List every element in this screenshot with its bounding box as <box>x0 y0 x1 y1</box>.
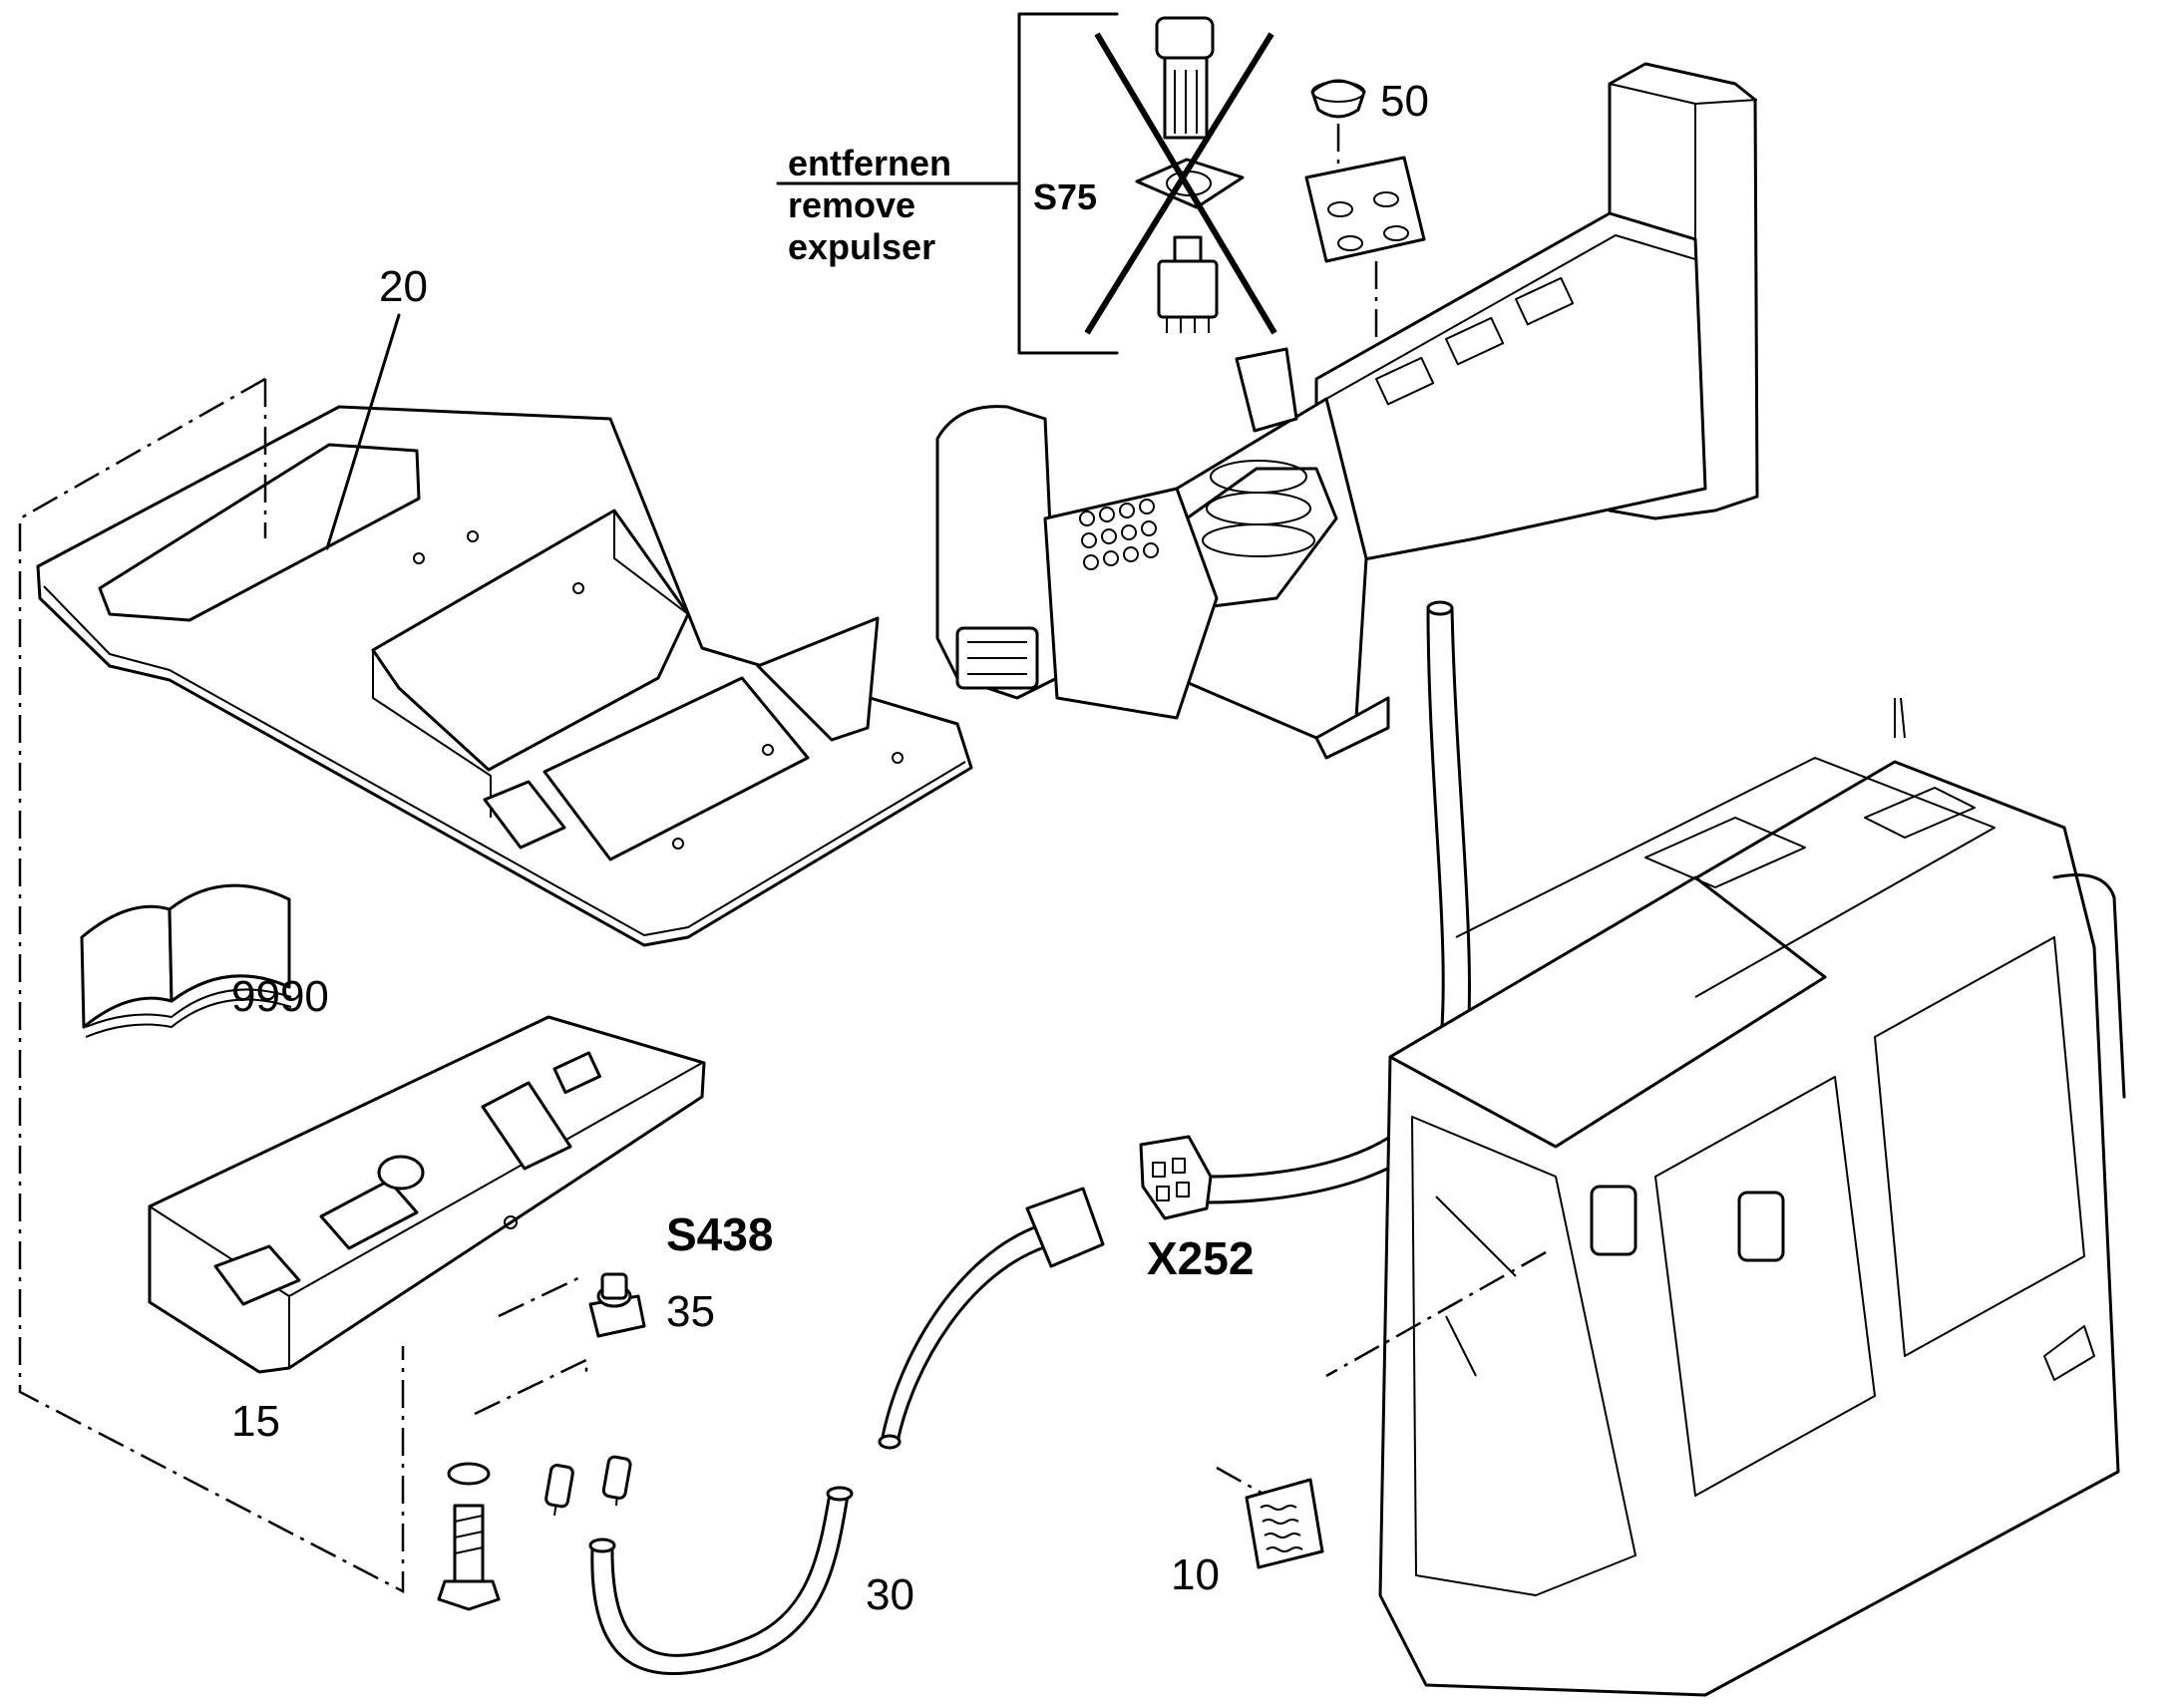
label-sticker-icon <box>1245 1478 1324 1569</box>
cab-mirror-left <box>1590 1185 1637 1256</box>
cable-30-connector <box>1025 1187 1105 1268</box>
remove-note-en: remove <box>788 184 915 225</box>
switch-panel-blank <box>1304 156 1426 263</box>
panel-cutout-1 <box>213 1244 301 1306</box>
cross-out-line-1 <box>1094 32 1277 335</box>
sticker-dash-short <box>1216 1466 1268 1498</box>
s75-removal-group: S75 entfernen remove expulser <box>776 12 1277 355</box>
manual-book-icon <box>80 883 292 1038</box>
keypad <box>1079 499 1159 570</box>
callout-15: 15 <box>231 1397 280 1446</box>
floor-cutout-2 <box>543 676 810 861</box>
cab-side-window <box>1874 936 2085 1357</box>
sticker-dash <box>1325 1250 1547 1378</box>
joystick-handle <box>1235 347 1298 433</box>
remove-note-de: entfernen <box>788 143 951 183</box>
washer-and-bolt <box>437 1462 501 1611</box>
callout-10: 10 <box>1171 1550 1220 1599</box>
floor-handle <box>483 780 566 850</box>
x252-label: X252 <box>1147 1232 1254 1284</box>
remove-note-fr: expulser <box>788 226 935 267</box>
floor-bracket <box>756 616 880 742</box>
cab-door-window <box>1654 1076 1876 1497</box>
connector-icon <box>1139 1135 1213 1220</box>
callout-35: 35 <box>666 1287 715 1336</box>
relay-icon <box>1157 235 1219 333</box>
cross-out-line-2 <box>1084 32 1274 335</box>
cable-30 <box>545 1187 1105 1675</box>
callout-50: 50 <box>1380 77 1429 126</box>
switch-icon <box>1155 16 1215 140</box>
cab-mirror-right <box>1737 1191 1785 1262</box>
callout-9990: 9990 <box>231 972 329 1021</box>
panel-cutout-2 <box>319 1179 419 1250</box>
floor-cutout-1 <box>98 443 421 622</box>
panel-to-switch-dash <box>498 1274 583 1318</box>
callout-20-leader <box>325 313 401 550</box>
blanking-plug-icon <box>1310 79 1366 119</box>
callout-20: 20 <box>379 262 428 311</box>
s438-switch <box>588 1272 646 1338</box>
assembly-frame-left <box>18 377 405 1594</box>
s75-label: S75 <box>1033 176 1097 217</box>
cab-roof-visor <box>1388 875 1827 1149</box>
panel-cutout-3 <box>481 1081 572 1171</box>
switch-panel <box>148 1015 706 1374</box>
roof-hatch <box>1644 817 1806 888</box>
panel-round-cutout <box>377 1155 425 1191</box>
callout-30: 30 <box>866 1570 914 1619</box>
cab-front-window <box>1411 1116 1636 1596</box>
s438-label: S438 <box>666 1208 773 1260</box>
operator-cab <box>1378 697 2126 1697</box>
panel-square-cutout <box>552 1051 601 1095</box>
bolt-dash <box>474 1358 588 1416</box>
floor-plate <box>36 405 973 947</box>
control-console <box>935 62 1759 760</box>
armrest-pad <box>935 405 1059 700</box>
